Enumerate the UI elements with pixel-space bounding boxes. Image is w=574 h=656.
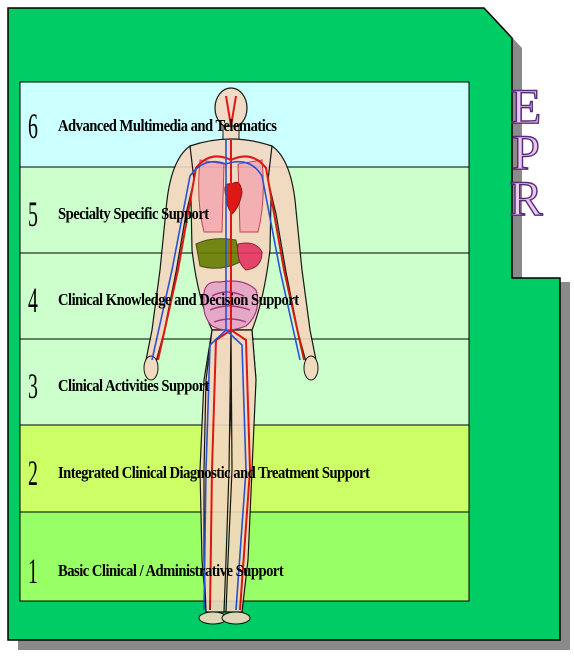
layer-text-2: Integrated Clinical Diagnostic and Treat… bbox=[58, 463, 369, 483]
layer-text-1: Basic Clinical / Administrative Support bbox=[58, 561, 283, 581]
layer-label-6: 6 Advanced Multimedia and Telematics bbox=[28, 108, 312, 144]
layer-label-2: 2 Integrated Clinical Diagnostic and Tre… bbox=[28, 455, 420, 491]
epr-letter-p: P bbox=[498, 130, 554, 174]
layer-label-1: 1 Basic Clinical / Administrative Suppor… bbox=[28, 553, 320, 589]
epr-letter-e: E bbox=[498, 84, 554, 128]
layer-number-3: 3 bbox=[28, 368, 41, 404]
layer-number-5: 5 bbox=[28, 196, 41, 232]
layer-text-3: Clinical Activities Support bbox=[58, 376, 209, 396]
layer-text-6: Advanced Multimedia and Telematics bbox=[58, 116, 276, 136]
layer-text-5: Specialty Specific Support bbox=[58, 204, 209, 224]
layer-number-1: 1 bbox=[28, 553, 41, 589]
layer-label-5: 5 Specialty Specific Support bbox=[28, 196, 233, 232]
layer-label-4: 4 Clinical Knowledge and Decision Suppor… bbox=[28, 282, 338, 318]
layer-text-4: Clinical Knowledge and Decision Support bbox=[58, 290, 299, 310]
layer-number-4: 4 bbox=[28, 282, 41, 318]
epr-letter-r: R bbox=[498, 176, 554, 220]
layer-label-3: 3 Clinical Activities Support bbox=[28, 368, 234, 404]
layer-number-2: 2 bbox=[28, 455, 41, 491]
layer-number-6: 6 bbox=[28, 108, 41, 144]
